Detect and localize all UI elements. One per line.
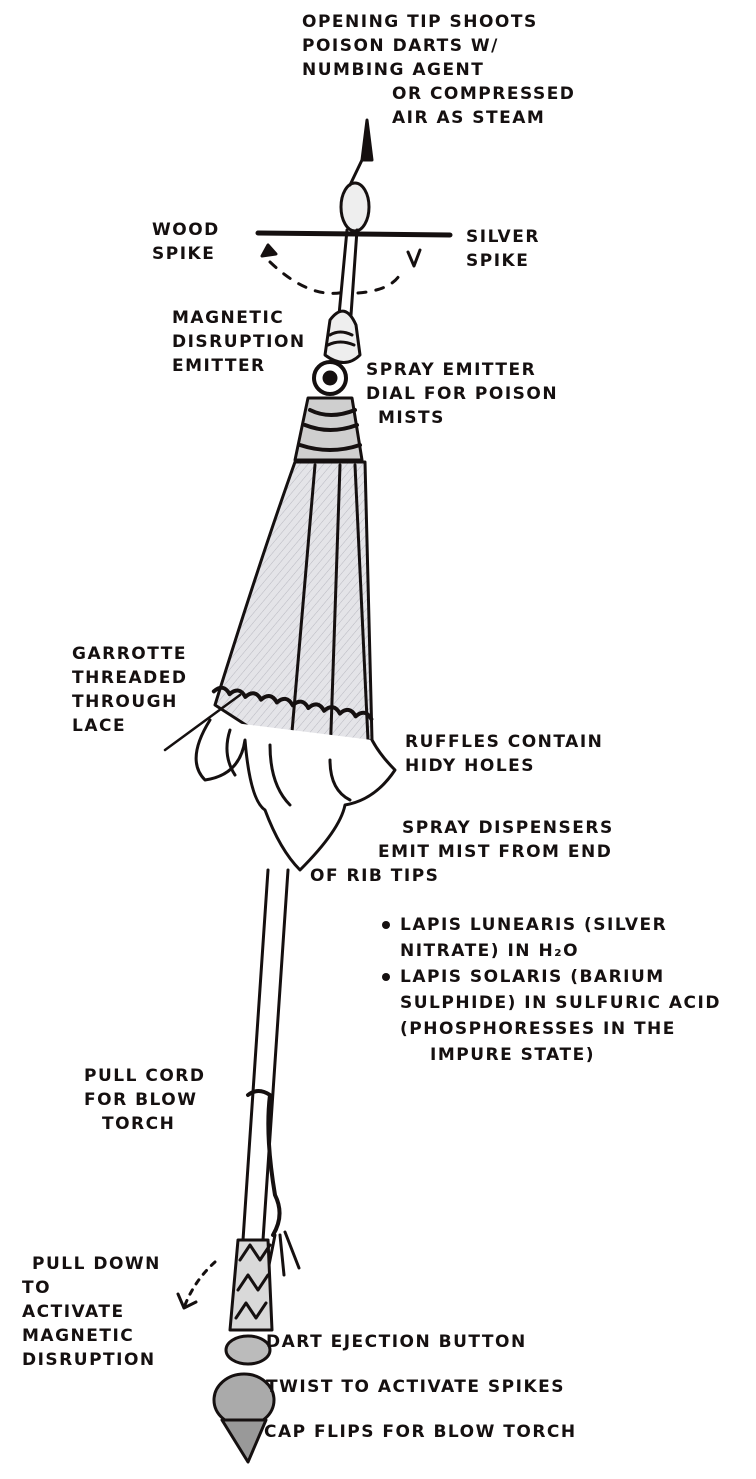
- label-ruffles: Ruffles contain hidy holes: [405, 732, 604, 776]
- label-silver-spike: Silver spike: [466, 227, 540, 271]
- label-spray-dispensers: Spray dispensers emit mist from end of r…: [310, 818, 614, 886]
- torch-cap: [220, 1418, 268, 1464]
- twist-grip: [212, 1372, 276, 1428]
- chemical-item: Lapis Lunearis (silver nitrate) in H₂O: [378, 912, 721, 964]
- label-twist: Twist to activate spikes: [266, 1377, 565, 1397]
- magnetic-emitter: [323, 309, 362, 364]
- label-pull-cord: Pull cord for blow torch: [84, 1066, 206, 1134]
- ruffles: [194, 718, 397, 872]
- label-tip: Opening tip shoots poison darts w/ numbi…: [302, 12, 576, 128]
- label-cap: Cap flips for blow torch: [264, 1422, 577, 1442]
- label-spray-dial: Spray emitter dial for poison mists: [366, 360, 559, 428]
- spike-crossbar: [255, 230, 453, 238]
- label-pull-down: Pull down to activate magnetic disruptio…: [22, 1254, 161, 1370]
- chemical-item: Lapis Solaris (barium sulphide) in sulfu…: [378, 964, 721, 1068]
- pull-cord: [246, 1089, 282, 1237]
- label-dart-button: Dart ejection button: [266, 1332, 527, 1352]
- dart-tip-icon: [339, 118, 374, 233]
- label-garrotte: Garrotte threaded through lace: [72, 644, 188, 736]
- label-wood-spike: Wood spike: [152, 220, 220, 264]
- label-magnetic-emitter: Magnetic disruption emitter: [172, 308, 306, 376]
- chemical-list: Lapis Lunearis (silver nitrate) in H₂O L…: [378, 912, 721, 1068]
